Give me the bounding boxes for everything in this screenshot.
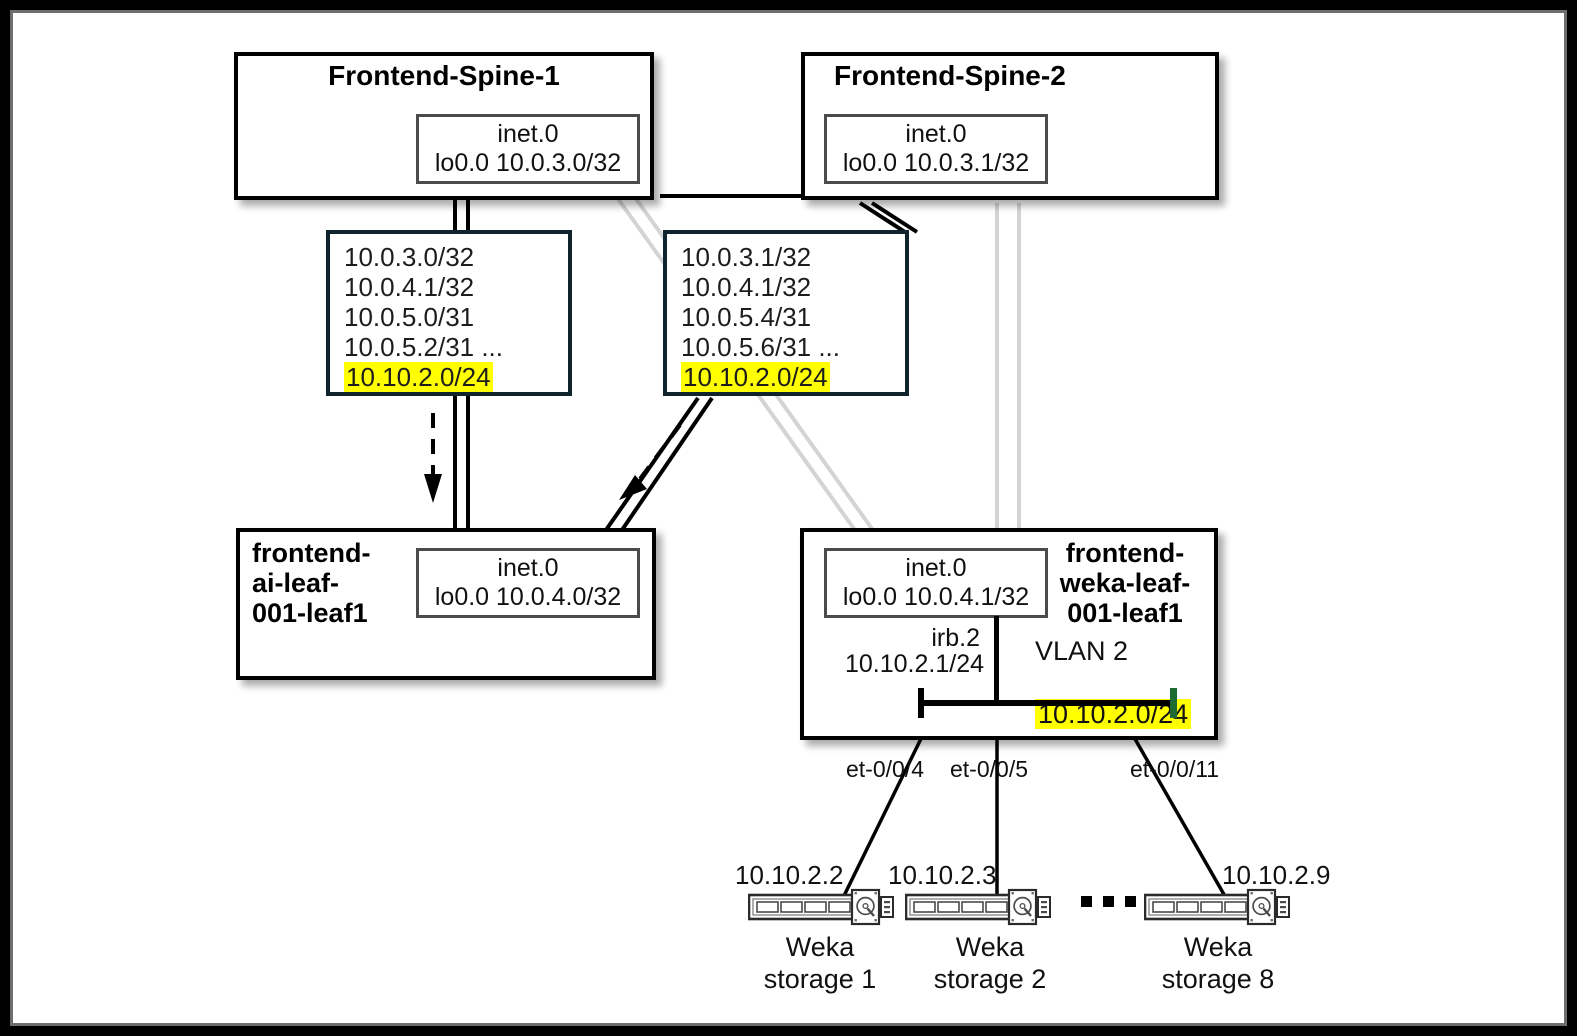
vlan-bus-left-cap <box>918 688 924 718</box>
route-entry: 10.0.5.0/31 <box>344 302 475 333</box>
vlan-bus-right-cap <box>1170 688 1177 718</box>
storage-icon-8[interactable] <box>1143 888 1290 931</box>
route-entry-highlighted: 10.10.2.0/24 <box>681 362 905 393</box>
storage-name-2: Weka storage 2 <box>933 932 1047 994</box>
frontend-weka-leaf-inet-box: inet.0 lo0.0 10.0.4.1/32 <box>824 548 1048 618</box>
frontend-spine-2-inet-box: inet.0 lo0.0 10.0.3.1/32 <box>824 114 1048 184</box>
inet-table-label: inet.0 <box>497 119 559 148</box>
route-entry-highlighted: 10.10.2.0/24 <box>344 362 568 393</box>
inet-loopback-label: lo0.0 10.0.4.0/32 <box>434 583 622 611</box>
inet-loopback-label: lo0.0 10.0.3.0/32 <box>434 149 622 177</box>
inet-table-label: inet.0 <box>905 553 967 582</box>
route-table-right: 10.0.3.1/32 10.0.4.1/32 10.0.5.4/31 10.0… <box>663 230 909 396</box>
server-rack-icon <box>747 888 894 926</box>
storage-ip-2: 10.10.2.3 <box>888 860 997 890</box>
storage-icon-1[interactable] <box>747 888 894 931</box>
route-entry: 10.0.3.1/32 <box>681 242 812 272</box>
route-entry: 10.0.5.2/31 ... <box>344 332 504 363</box>
server-rack-icon <box>1143 888 1290 926</box>
frontend-spine-1-title: Frontend-Spine-1 <box>328 60 560 91</box>
storage-ip-8: 10.10.2.9 <box>1222 860 1331 890</box>
highlighted-route: 10.10.2.0/24 <box>681 362 830 393</box>
inet-table-label: inet.0 <box>497 553 559 582</box>
vlan-bus-bar <box>918 700 1176 706</box>
irb-address-label: 10.10.2.1/24 <box>845 650 985 678</box>
route-entry: 10.0.5.4/31 <box>681 302 812 333</box>
port-label-et-0-0-11: et-0/0/11 <box>1130 756 1220 782</box>
route-entry: 10.0.4.1/32 <box>681 272 812 303</box>
storage-icon-2[interactable] <box>904 888 1051 931</box>
frontend-spine-1-inet-box: inet.0 lo0.0 10.0.3.0/32 <box>416 114 640 184</box>
vlan-label: VLAN 2 <box>1035 636 1129 666</box>
route-entry: 10.0.3.0/32 <box>344 242 475 272</box>
inet-table-label: inet.0 <box>905 119 967 148</box>
inet-loopback-label: lo0.0 10.0.4.1/32 <box>842 583 1030 611</box>
storage-name-1: Weka storage 1 <box>763 932 877 994</box>
port-label-et-0-0-4: et-0/0/4 <box>846 756 924 782</box>
storage-name-8: Weka storage 8 <box>1161 932 1275 994</box>
route-entry: 10.0.5.6/31 ... <box>681 332 841 363</box>
ellipsis-dot <box>1103 896 1114 907</box>
server-rack-icon <box>904 888 1051 926</box>
storage-ip-1: 10.10.2.2 <box>735 860 844 890</box>
frontend-weka-leaf-title: frontend- weka-leaf- 001-leaf1 <box>1059 538 1191 629</box>
route-entry: 10.0.4.1/32 <box>344 272 475 303</box>
frontend-ai-leaf-title: frontend- ai-leaf- 001-leaf1 <box>252 538 371 629</box>
irb-interface-label: irb.2 <box>931 624 980 652</box>
image-inner-border <box>10 10 1567 1026</box>
highlighted-route: 10.10.2.0/24 <box>344 362 493 393</box>
route-table-left: 10.0.3.0/32 10.0.4.1/32 10.0.5.0/31 10.0… <box>326 230 572 396</box>
inet-loopback-label: lo0.0 10.0.3.1/32 <box>842 149 1030 177</box>
irb-stem <box>994 616 999 704</box>
ellipsis-dot <box>1081 896 1092 907</box>
frontend-ai-leaf-inet-box: inet.0 lo0.0 10.0.4.0/32 <box>416 548 640 618</box>
frontend-spine-2-title: Frontend-Spine-2 <box>834 60 1066 91</box>
ellipsis-dot <box>1125 896 1136 907</box>
port-label-et-0-0-5: et-0/0/5 <box>950 756 1028 782</box>
